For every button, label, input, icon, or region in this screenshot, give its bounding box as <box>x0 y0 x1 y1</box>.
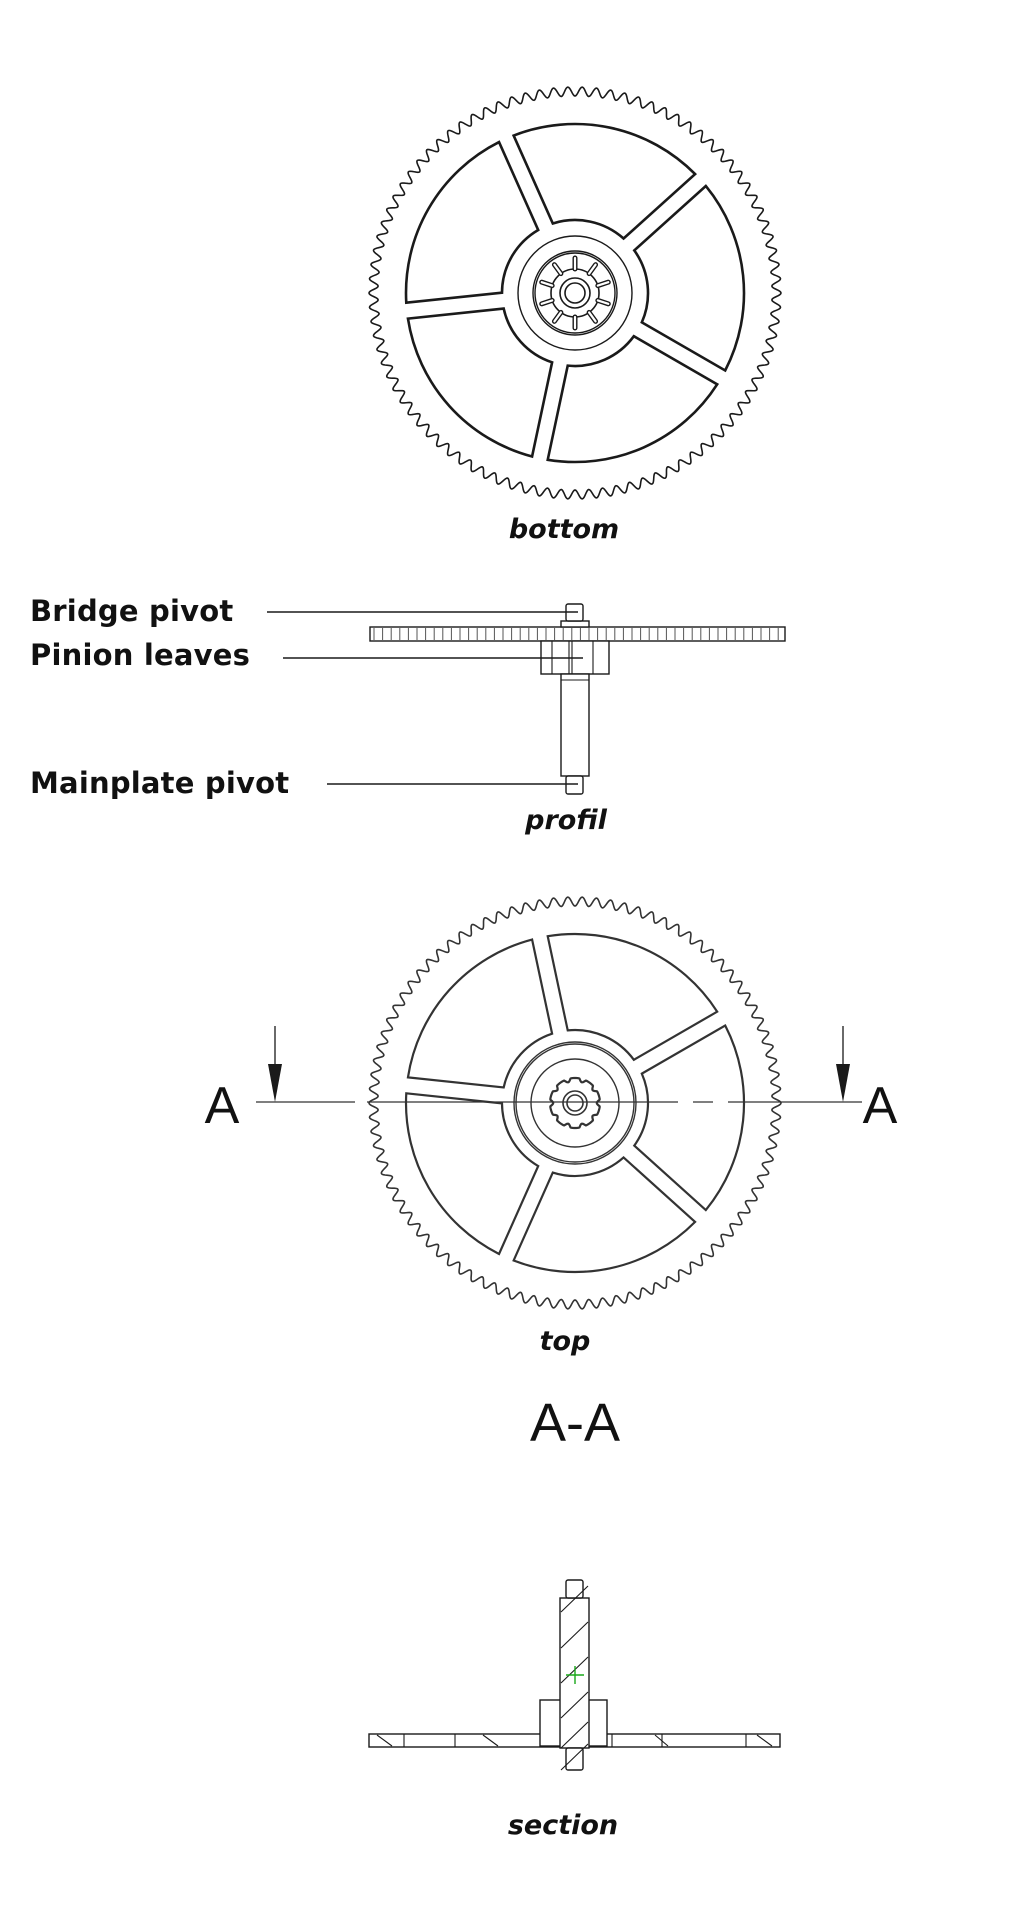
gear-window <box>546 334 720 464</box>
gear-teeth-outline <box>368 896 782 1310</box>
gear-window <box>404 140 540 305</box>
callout-mainplate-pivot: Mainplate pivot <box>30 766 290 800</box>
hatch-line <box>654 1734 669 1747</box>
arrow-head <box>836 1064 850 1102</box>
section-title: A-A <box>529 1393 621 1453</box>
hatch-line <box>482 1734 499 1747</box>
hub-ring <box>532 250 618 336</box>
mainplate-pivot <box>565 775 584 795</box>
bottom-view-label: bottom <box>508 514 620 545</box>
section-marker-right: A <box>862 1077 898 1135</box>
pinion-leaves-outline <box>549 1076 601 1130</box>
pinion-leaf-inner <box>553 311 562 323</box>
hatch-line <box>560 1585 589 1613</box>
section-cut-line <box>256 1026 862 1103</box>
gear-rim-profile <box>369 626 786 642</box>
collar <box>560 620 590 628</box>
section-view-label: section <box>507 1810 619 1841</box>
callout-bridge-pivot: Bridge pivot <box>30 594 234 628</box>
pinion-leaf-inner <box>588 263 597 275</box>
pinion-leaf-inner <box>596 299 610 305</box>
profile-view-label: profil <box>525 805 607 836</box>
top-view-gear <box>368 896 782 1310</box>
bottom-view-gear <box>368 86 782 500</box>
hatch-line <box>560 1691 589 1719</box>
hub-ring <box>515 1043 635 1163</box>
top-view-label: top <box>539 1326 591 1357</box>
pinion-leaf-inner <box>540 281 554 287</box>
hub-ring <box>513 1041 637 1165</box>
gear-window <box>404 1092 540 1256</box>
arbor-circle <box>562 1090 588 1116</box>
hatch-line <box>376 1734 393 1747</box>
gear-teeth-outline <box>368 86 782 500</box>
arbor <box>560 673 590 777</box>
arbor-circle <box>559 277 591 309</box>
upper-pivot-section <box>565 1579 584 1599</box>
gear-window <box>546 932 719 1062</box>
pinion-core <box>550 268 600 318</box>
gear-window <box>406 938 554 1089</box>
hub-ring <box>517 235 633 351</box>
gear-window <box>632 1023 746 1212</box>
pinion-leaf-inner <box>553 263 562 275</box>
callout-pinion-leaves: Pinion leaves <box>30 638 251 672</box>
hatch-line <box>756 1734 773 1747</box>
profile-view <box>267 603 786 795</box>
arbor-circle <box>564 282 586 304</box>
section-marker-left: A <box>204 1077 240 1135</box>
hatch-line <box>560 1721 589 1749</box>
hatch-line <box>560 1743 589 1771</box>
gear-window <box>406 307 554 459</box>
gear-window <box>511 122 697 241</box>
section-view <box>368 1579 781 1771</box>
hub-ring <box>530 1058 620 1148</box>
hub-ring <box>534 252 616 334</box>
pinion-leaf-inner <box>588 311 597 323</box>
gear-window <box>632 184 746 373</box>
hatch-line <box>560 1621 589 1649</box>
arbor-circle <box>566 1094 584 1112</box>
pinion-leaf-inner <box>596 281 610 287</box>
pinion-leaf-inner <box>540 299 554 305</box>
gear-window <box>512 1156 697 1274</box>
arrow-head <box>268 1064 282 1102</box>
